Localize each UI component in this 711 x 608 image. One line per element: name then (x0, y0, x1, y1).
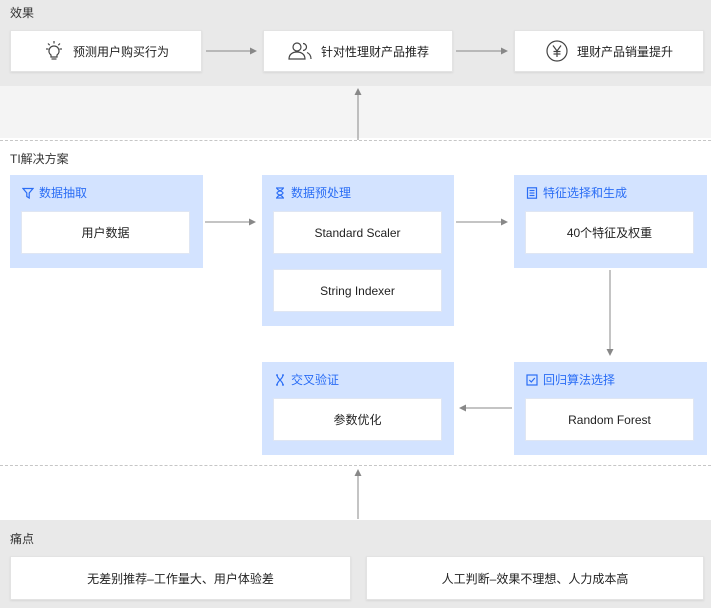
effect-title: 效果 (10, 6, 35, 20)
group-label-preprocess: 数据预处理 (291, 186, 352, 200)
effect-card-recommend: 针对性理财产品推荐 (263, 30, 453, 72)
item-param-optimize: 参数优化 (273, 398, 442, 441)
item-40-features: 40个特征及权重 (525, 211, 694, 254)
group-preprocess: 数据预处理 Standard Scaler String Indexer (262, 175, 454, 326)
group-label-extract: 数据抽取 (39, 186, 88, 200)
filter-icon (22, 187, 34, 199)
effect-label-recommend: 针对性理财产品推荐 (320, 44, 429, 59)
lightbulb-icon (43, 40, 65, 62)
group-title-feature: 特征选择和生成 (526, 184, 627, 201)
divider-top (0, 140, 711, 141)
effect-card-predict: 预测用户购买行为 (10, 30, 202, 72)
item-string-indexer: String Indexer (273, 269, 442, 312)
divider-bottom (0, 465, 711, 466)
yen-icon (545, 39, 569, 63)
group-title-preprocess: 数据预处理 (274, 184, 351, 201)
group-label-feature: 特征选择和生成 (543, 186, 628, 200)
solution-title: TI解决方案 (10, 152, 69, 166)
group-regression: 回归算法选择 Random Forest (514, 362, 707, 455)
item-standard-scaler: Standard Scaler (273, 211, 442, 254)
item-user-data: 用户数据 (21, 211, 190, 254)
cross-icon (274, 373, 286, 386)
group-title-extract: 数据抽取 (22, 184, 87, 201)
pain-card-undifferentiated: 无差别推荐–工作量大、用户体验差 (10, 556, 351, 600)
group-feature: 特征选择和生成 40个特征及权重 (514, 175, 707, 268)
group-title-validation: 交叉验证 (274, 371, 339, 388)
effect-card-sales: 理财产品销量提升 (514, 30, 704, 72)
document-icon (526, 186, 538, 199)
effect-label-predict: 预测用户购买行为 (72, 44, 169, 59)
pain-title: 痛点 (10, 532, 35, 546)
pain-card-manual: 人工判断–效果不理想、人力成本高 (366, 556, 704, 600)
group-cross-validation: 交叉验证 参数优化 (262, 362, 454, 455)
group-title-regression: 回归算法选择 (526, 371, 615, 388)
hourglass-icon (274, 186, 286, 199)
group-label-regression: 回归算法选择 (543, 373, 616, 387)
item-random-forest: Random Forest (525, 398, 694, 441)
effect-label-sales: 理财产品销量提升 (576, 44, 673, 59)
group-data-extract: 数据抽取 用户数据 (10, 175, 203, 268)
users-icon (287, 40, 313, 62)
group-label-validation: 交叉验证 (291, 373, 340, 387)
checkbox-icon (526, 373, 538, 386)
